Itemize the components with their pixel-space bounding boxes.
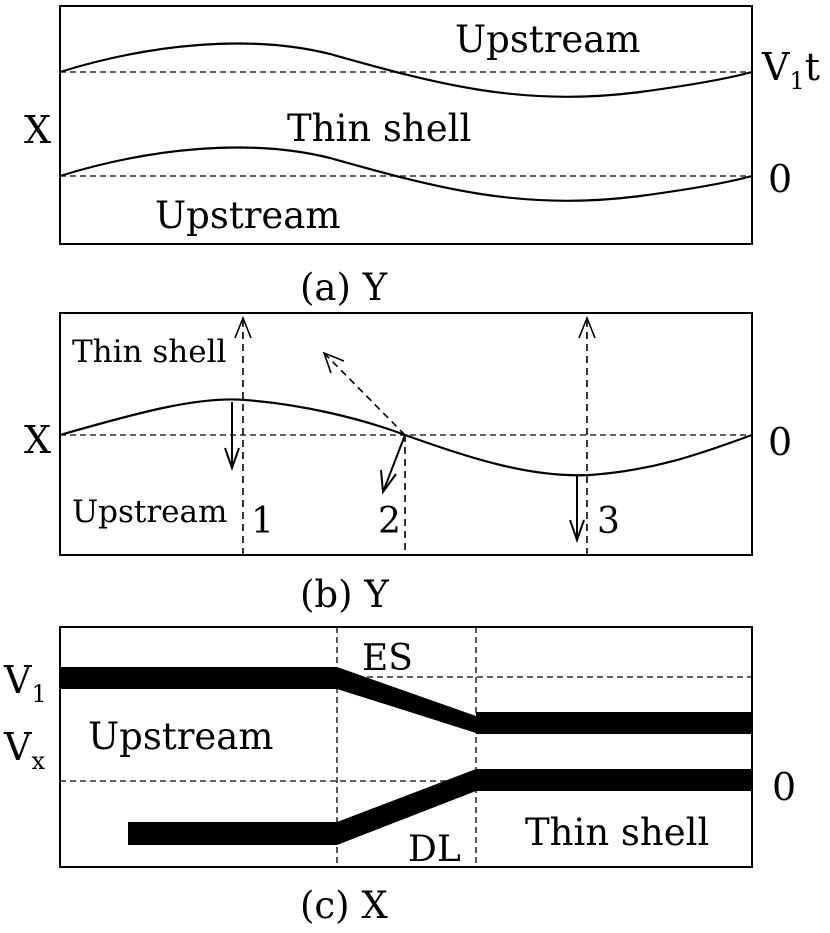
panel-c-upper-zone-label: ES	[362, 638, 413, 679]
panel-c-left-label-bottom-subscript: x	[31, 747, 45, 775]
marker-3-label: 3	[597, 501, 620, 542]
panel-b-upper-region-label: Thin shell	[72, 334, 226, 370]
marker-1-label: 1	[251, 501, 274, 542]
panel-c-upper-right-band	[476, 712, 752, 734]
marker-2-dashed-oblique-ray	[323, 352, 406, 436]
panel-c: ES DL Upstream Thin shell V1 Vx 0 (c) X	[3, 626, 796, 927]
panel-a-lower-region-label: Upstream	[155, 194, 340, 237]
panel-c-right-level-label: 0	[772, 765, 796, 809]
marker-2-label: 2	[378, 501, 401, 542]
panel-b-wavy-boundary	[59, 398, 753, 477]
panel-a-frame	[59, 5, 753, 245]
panel-c-lower-thick-band	[128, 769, 476, 845]
panel-c-upper-thick-band	[60, 667, 476, 733]
marker-3-up-arrowhead	[578, 315, 596, 339]
panel-a-upper-level-subscript: 1	[789, 67, 804, 95]
marker-1-up-arrowhead	[234, 315, 252, 339]
marker-2-oblique-arrowhead	[322, 351, 345, 374]
marker-2-normal-arrowhead	[380, 469, 397, 495]
panel-c-left-label-bottom: Vx	[3, 725, 45, 775]
panel-b-right-level-label: 0	[768, 420, 792, 464]
panel-a-caption: (a) Y	[300, 266, 388, 309]
panel-a-middle-region-label: Thin shell	[287, 107, 471, 150]
panel-a-upper-level-suffix: t	[805, 45, 820, 89]
panel-c-region-left-label: Upstream	[88, 715, 273, 758]
panel-a-upper-wavy-boundary	[59, 42, 753, 98]
marker-1-down-arrowhead	[224, 447, 240, 472]
panel-a: Upstream Thin shell Upstream X V1t 0 (a)…	[24, 5, 820, 309]
panel-b-left-axis-label: X	[24, 418, 51, 462]
panel-c-region-right-label: Thin shell	[525, 811, 709, 854]
panel-c-left-label-top: V1	[3, 658, 47, 708]
panel-b-caption: (b) Y	[300, 573, 389, 616]
panel-a-left-axis-label: X	[24, 108, 51, 152]
panel-b: Thin shell Upstream X 0 1 2 3 (b) Y	[24, 312, 792, 616]
panel-a-lower-wavy-boundary	[59, 146, 753, 202]
marker-3-down-arrowhead	[569, 519, 585, 544]
panel-c-left-label-top-subscript: 1	[31, 680, 46, 708]
marker-2-normal-arrow	[382, 434, 406, 493]
panel-a-upper-region-label: Upstream	[455, 18, 640, 61]
panel-c-left-label-bottom-main: V	[3, 725, 32, 769]
panel-c-frame	[59, 626, 753, 868]
panel-c-caption: (c) X	[300, 884, 388, 927]
panel-c-left-label-top-main: V	[3, 658, 32, 702]
panel-c-lower-zone-label: DL	[408, 829, 461, 870]
panel-a-lower-level-label: 0	[768, 157, 792, 201]
panel-b-lower-region-label: Upstream	[72, 494, 227, 530]
panel-c-lower-right-band	[476, 769, 752, 791]
panel-a-upper-level-main: V	[761, 45, 790, 89]
panel-a-upper-level-label: V1t	[761, 45, 820, 95]
